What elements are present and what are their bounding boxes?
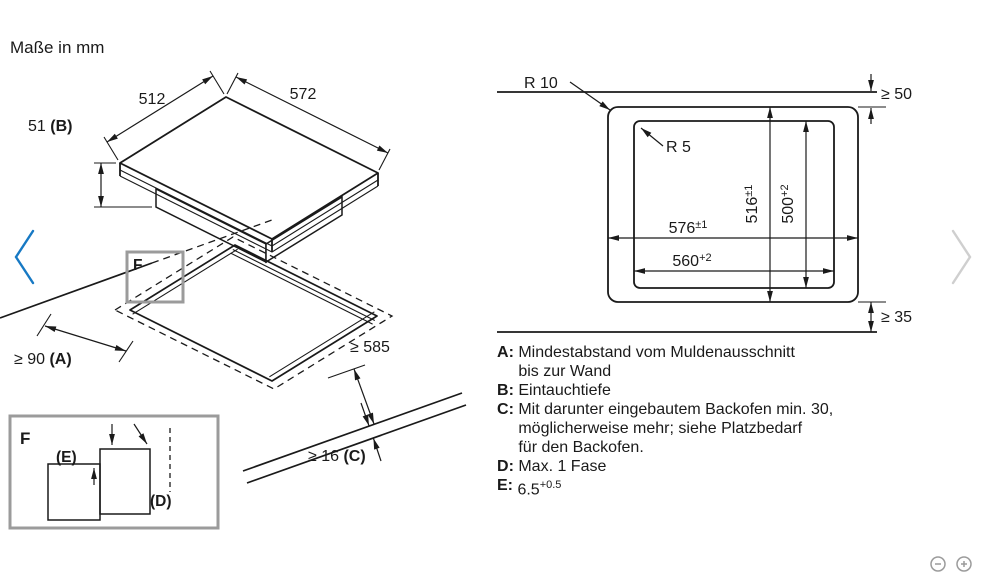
magnifier-minus-icon — [930, 556, 946, 572]
chevron-left-icon — [14, 229, 35, 285]
dim-16-c: ≥ 16 (C) — [308, 402, 382, 465]
dim-560: 560+2 — [634, 252, 834, 274]
dim-512-label: 512 — [139, 91, 166, 108]
legend-text: Eintauchtiefe — [518, 382, 611, 399]
legend-text: Max. 1 Fase — [518, 458, 607, 475]
dim-572: 572 — [226, 72, 391, 171]
dim-585-label: ≥ 585 — [350, 339, 390, 356]
chevron-right-icon — [951, 229, 972, 285]
dim-516: 516±1 — [743, 107, 773, 302]
radius-outer: R 10 — [524, 75, 611, 111]
dim-51-b-label: 51 (B) — [28, 118, 72, 135]
dim-51-b: 51 (B) — [28, 118, 152, 208]
hob-footprint-dashed — [113, 236, 394, 390]
dim-500: 500+2 — [779, 121, 809, 288]
legend-text: Mindestabstand vom Muldenausschnitt — [518, 344, 795, 361]
dim-35: ≥ 35 — [858, 301, 912, 332]
magnifier-plus-icon — [956, 556, 972, 572]
dim-50-label: ≥ 50 — [881, 86, 912, 103]
radius-outer-label: R 10 — [524, 75, 558, 92]
ref-d-label: (D) — [150, 493, 172, 510]
dim-50: ≥ 50 — [858, 74, 912, 124]
legend-text: für den Backofen. — [518, 439, 644, 456]
dim-516-label: 516±1 — [743, 185, 761, 224]
dim-500-label: 500+2 — [779, 184, 797, 223]
zoom-out-button[interactable] — [927, 553, 949, 575]
legend-text: Mit darunter eingebautem Backofen min. 3… — [518, 401, 834, 418]
detail-inset-frame — [8, 414, 220, 530]
dim-35-label: ≥ 35 — [881, 309, 912, 326]
zoom-in-button[interactable] — [953, 553, 975, 575]
detail-marker-label: F — [133, 257, 142, 274]
dim-512: 512 — [103, 70, 225, 161]
worktop-front-edge-bottom — [246, 404, 467, 484]
legend-item-e: E: 6.5+0.5 — [497, 476, 977, 499]
dim-90-a: ≥ 90 (A) — [14, 313, 134, 368]
legend-item-b: B: Eintauchtiefe — [497, 381, 977, 400]
dim-585: ≥ 585 — [327, 339, 390, 425]
detail-marker-box: F — [125, 250, 185, 304]
cutout-inner-rect — [633, 120, 835, 289]
worktop-back-edge-hidden — [151, 219, 273, 264]
legend-text: möglicherweise mehr; siehe Platzbedarf — [518, 420, 803, 437]
detail-section-upper — [99, 448, 151, 515]
cutout-opening — [129, 244, 378, 382]
worktop-front-edge-top — [242, 392, 463, 472]
dim-90-a-label: ≥ 90 (A) — [14, 351, 72, 368]
carousel-next-button[interactable] — [944, 225, 980, 289]
cutout-top-view: R 10 R 5 ≥ 50 ≥ 35 — [497, 74, 912, 333]
dim-576-label: 576±1 — [669, 219, 708, 237]
legend-text: 6.5+0.5 — [517, 479, 562, 499]
radius-inner: R 5 — [640, 127, 691, 156]
legend-item-c: C: Mit darunter eingebautem Backofen min… — [497, 400, 977, 457]
carousel-prev-button[interactable] — [6, 225, 42, 289]
legend: A: Mindestabstand vom Muldenausschnitt b… — [497, 343, 977, 499]
legend-item-a: A: Mindestabstand vom Muldenausschnitt b… — [497, 343, 977, 381]
detail-inset-marker-label: F — [20, 429, 30, 448]
units-label: Maße in mm — [10, 38, 105, 57]
detail-section-lower — [47, 463, 101, 521]
cutout-outer-rect — [607, 106, 859, 303]
dim-16-c-label: ≥ 16 (C) — [308, 448, 366, 465]
dim-576: 576±1 — [608, 219, 858, 241]
detail-inset: F (E) (D) — [8, 414, 220, 530]
dim-e: (E) — [56, 424, 115, 485]
radius-inner-label: R 5 — [666, 139, 691, 156]
ref-e-label: (E) — [56, 449, 77, 466]
legend-item-d: D: Max. 1 Fase — [497, 457, 977, 476]
dim-560-label: 560+2 — [672, 252, 711, 270]
dim-d: (D) — [133, 423, 172, 510]
isometric-view: 512 572 51 (B) — [28, 70, 391, 264]
worktop-view: F ≥ 90 (A) ≥ 585 ≥ 16 (C) — [0, 219, 467, 484]
dim-572-label: 572 — [290, 86, 317, 103]
legend-text: bis zur Wand — [518, 363, 612, 380]
